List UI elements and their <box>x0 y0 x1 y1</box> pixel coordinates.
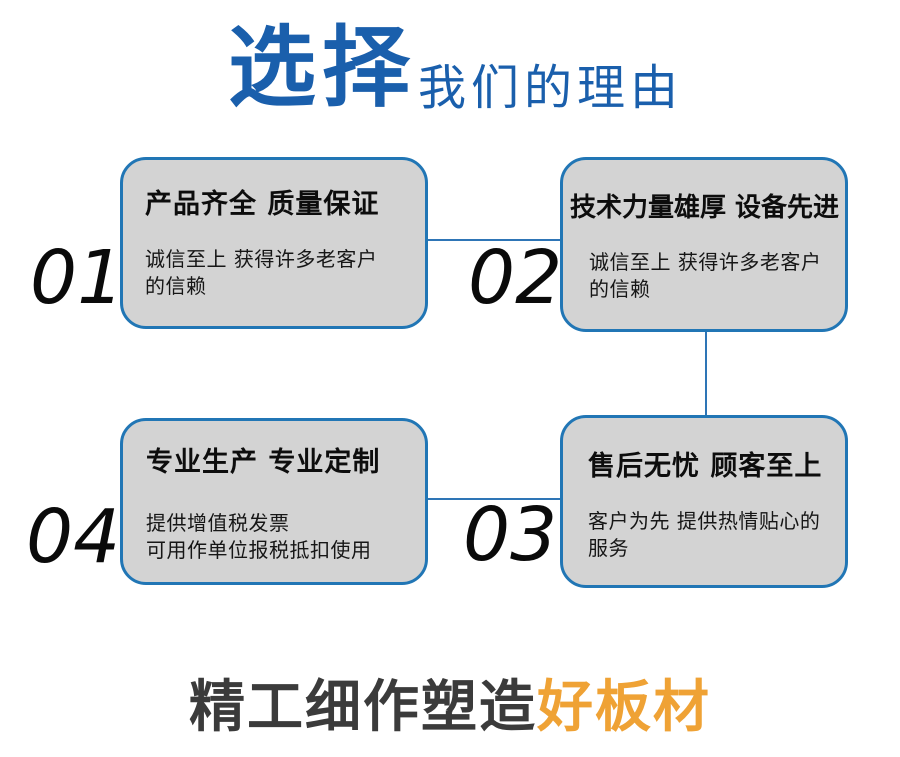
subtitle-line: 的信赖 <box>145 273 207 298</box>
feature-card-title: 产品齐全 质量保证 <box>145 189 380 220</box>
title-rest: 我们的理由 <box>418 60 684 116</box>
feature-card-title: 专业生产 专业定制 <box>146 447 381 478</box>
connector-line-box4-box3 <box>428 498 560 500</box>
subtitle-line: 服务 <box>588 535 629 560</box>
feature-card-03: 售后无忧 顾客至上 客户为先 提供热情贴心的 服务 <box>560 415 848 588</box>
feature-card-04: 专业生产 专业定制 提供增值税发票 可用作单位报税抵扣使用 <box>120 418 428 585</box>
subtitle-line: 诚信至上 获得许多老客户 <box>145 246 378 271</box>
subtitle-line: 诚信至上 获得许多老客户 <box>589 249 822 274</box>
title-highlight: 选择 <box>228 16 417 119</box>
subtitle-line: 可用作单位报税抵扣使用 <box>146 537 372 562</box>
subtitle-line: 提供增值税发票 <box>146 510 290 535</box>
feature-card-subtitle: 诚信至上 获得许多老客户 的信赖 <box>145 246 413 300</box>
feature-card-title: 技术力量雄厚 设备先进 <box>570 193 840 223</box>
feature-card-02: 技术力量雄厚 设备先进 诚信至上 获得许多老客户 的信赖 <box>560 157 848 332</box>
footer-slogan: 精工细作塑造好板材 <box>0 674 900 741</box>
feature-card-subtitle: 诚信至上 获得许多老客户 的信赖 <box>589 249 841 303</box>
page-title: 选择 我们的理由 <box>0 0 900 130</box>
step-number-02: 02 <box>468 235 563 321</box>
step-number-04: 04 <box>26 494 121 580</box>
step-number-03: 03 <box>463 492 558 578</box>
subtitle-line: 的信赖 <box>589 276 651 301</box>
feature-card-01: 产品齐全 质量保证 诚信至上 获得许多老客户 的信赖 <box>120 157 428 329</box>
connector-line-box2-box3 <box>705 330 707 416</box>
footer-slogan-normal: 精工细作塑造 <box>189 675 537 740</box>
feature-card-subtitle: 提供增值税发票 可用作单位报税抵扣使用 <box>146 510 413 564</box>
footer-slogan-highlight: 好板材 <box>537 675 711 740</box>
step-number-01: 01 <box>30 235 125 321</box>
connector-line-box1-box2 <box>428 239 560 241</box>
subtitle-line: 客户为先 提供热情贴心的 <box>588 508 821 533</box>
feature-card-title: 售后无忧 顾客至上 <box>588 451 823 482</box>
feature-card-subtitle: 客户为先 提供热情贴心的 服务 <box>588 508 837 562</box>
